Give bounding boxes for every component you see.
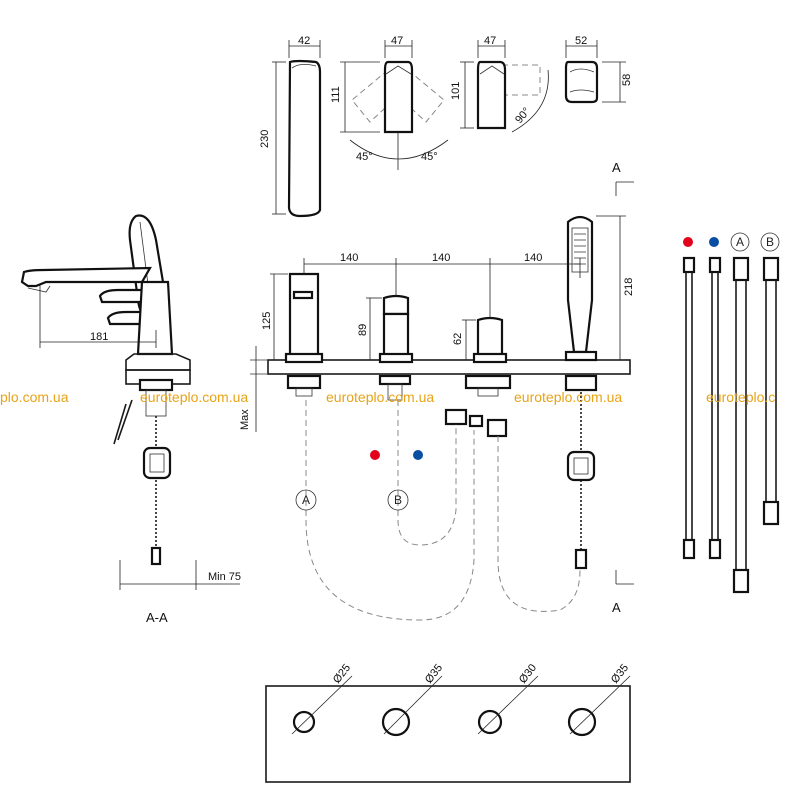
diverter-rotation-view: 47 101 90° bbox=[450, 35, 549, 133]
dim-spout-front-height: 125 bbox=[261, 312, 273, 330]
dim-angle-right: 45° bbox=[421, 151, 438, 163]
marker-b-front: B bbox=[394, 493, 402, 507]
hot-hose-dot bbox=[683, 237, 693, 247]
dim-spacing-3: 140 bbox=[524, 252, 542, 264]
deck-hole-template: Ø25 Ø35 Ø30 Ø35 bbox=[265, 662, 631, 783]
hole-dim-2: Ø35 bbox=[423, 662, 445, 686]
dim-angle-left: 45° bbox=[356, 151, 373, 163]
dim-lever2-height: 101 bbox=[450, 82, 462, 100]
hole-dim-1: Ø25 bbox=[331, 662, 353, 686]
hose-marker-a: A bbox=[736, 235, 744, 249]
dim-spout-width: 42 bbox=[298, 35, 310, 47]
cold-hose-dot bbox=[709, 237, 719, 247]
lever-rotation-view: 47 111 45° 45° bbox=[330, 35, 449, 170]
watermark-2: euroteplo.com.ua bbox=[326, 389, 434, 405]
spout-side-view: 42 230 bbox=[259, 35, 322, 218]
hose-marker-b: B bbox=[766, 235, 774, 249]
dim-diverter-front-height: 62 bbox=[452, 333, 464, 345]
dim-diverter-height: 58 bbox=[621, 74, 633, 86]
hole-dim-3: Ø30 bbox=[517, 662, 539, 686]
dim-diverter-width: 52 bbox=[575, 35, 587, 47]
section-marker-top: A bbox=[612, 160, 621, 175]
dim-reach: 181 bbox=[90, 331, 108, 343]
dim-lever-height: 111 bbox=[330, 86, 342, 103]
dim-spacing-1: 140 bbox=[340, 252, 358, 264]
watermark-row: plo.com.ua euroteplo.com.ua euroteplo.co… bbox=[0, 389, 775, 405]
watermark-left: plo.com.ua bbox=[0, 389, 69, 405]
hole-dim-4: Ø35 bbox=[609, 662, 631, 686]
dim-lever2-width: 47 bbox=[484, 35, 496, 47]
hoses-view: A B bbox=[682, 232, 780, 594]
cold-water-dot bbox=[413, 450, 423, 460]
section-aa-view: 181 Min 75 A-A bbox=[20, 214, 241, 625]
section-label: A-A bbox=[146, 610, 168, 625]
watermark-3: euroteplo.com.ua bbox=[514, 389, 622, 405]
section-marker-bottom: A bbox=[612, 600, 621, 615]
hot-water-dot bbox=[370, 450, 380, 460]
front-view: A B 140 140 140 125 89 62 218 Max A bbox=[239, 160, 635, 621]
marker-a-front: A bbox=[302, 493, 310, 507]
dim-min-75: Min 75 bbox=[208, 571, 241, 583]
dim-max-label: Max bbox=[239, 409, 251, 430]
watermark-right: euroteplo.c bbox=[706, 389, 775, 405]
dim-spout-height: 230 bbox=[259, 130, 271, 148]
dim-lever-width: 47 bbox=[391, 35, 403, 47]
diverter-knob-view: 52 58 bbox=[564, 35, 633, 104]
dim-angle-90: 90° bbox=[513, 105, 533, 125]
dim-spacing-2: 140 bbox=[432, 252, 450, 264]
dim-handshower-height: 218 bbox=[623, 278, 635, 296]
watermark-1: euroteplo.com.ua bbox=[140, 389, 248, 405]
dim-mixer-height: 89 bbox=[357, 324, 369, 336]
